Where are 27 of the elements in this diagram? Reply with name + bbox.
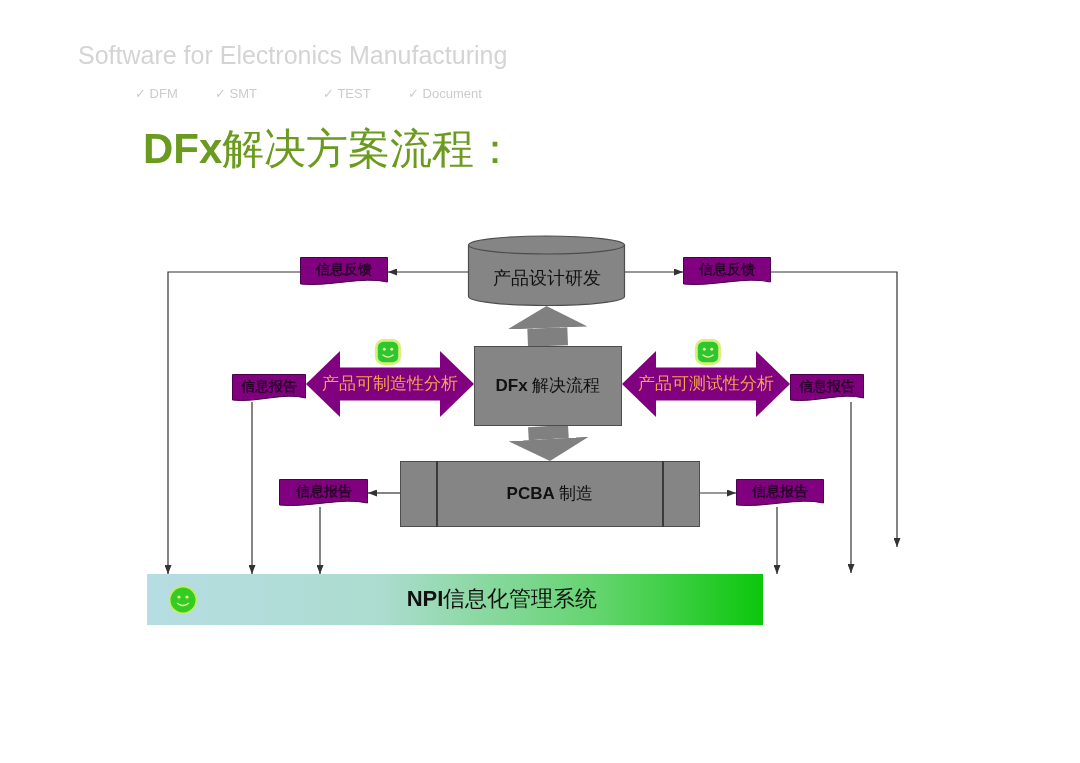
edge-label: 产品可测试性分析 <box>638 374 774 394</box>
arrow <box>387 268 469 276</box>
edge-label: 产品可制造性分析 <box>322 374 458 394</box>
system-bar: NPI信息化管理系统 <box>147 574 763 625</box>
document-shape: 信息报告 <box>736 479 824 507</box>
arrow <box>367 489 401 497</box>
process-box: DFx 解决流程 <box>474 346 622 426</box>
arrow <box>773 506 781 575</box>
document-shape: 信息报告 <box>790 374 864 402</box>
block-arrow <box>507 306 588 347</box>
arrow <box>624 268 684 276</box>
arrow <box>847 401 855 574</box>
block-arrow <box>508 424 589 461</box>
document-shape: 信息报告 <box>232 374 306 402</box>
document-shape: 信息报告 <box>279 479 368 507</box>
process-box: PCBA 制造 <box>400 461 700 527</box>
document-shape: 信息反馈 <box>300 257 388 286</box>
block-arrow <box>306 351 474 417</box>
arrow <box>316 506 324 575</box>
title: DFx解决方案流程： <box>143 125 517 174</box>
document-shape: 信息反馈 <box>683 257 771 286</box>
arrow <box>770 271 901 548</box>
block-arrow <box>622 351 790 417</box>
arrow <box>699 489 737 497</box>
database-cylinder: 产品设计研发 <box>468 236 625 306</box>
arrow <box>248 401 256 575</box>
arrow <box>164 271 301 575</box>
